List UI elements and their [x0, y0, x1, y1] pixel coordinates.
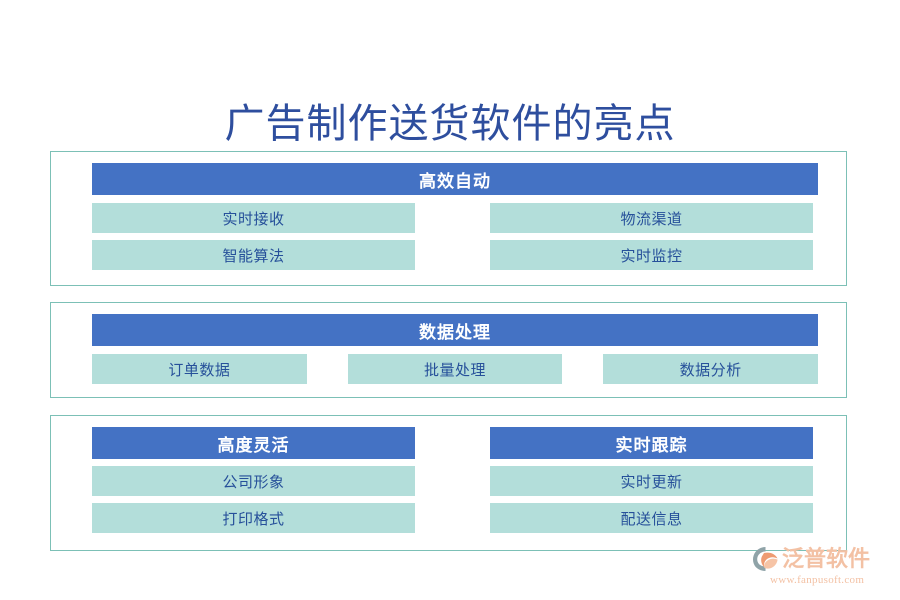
- section-column-flexibility: 高度灵活 公司形象 打印格式: [92, 427, 415, 533]
- watermark-logo: 泛普软件 www.fanpusoft.com: [752, 545, 892, 593]
- feature-chip[interactable]: 实时接收: [92, 203, 415, 233]
- page-title: 广告制作送货软件的亮点: [224, 101, 676, 146]
- feature-chip[interactable]: 订单数据: [92, 354, 307, 384]
- feature-chip[interactable]: 数据分析: [603, 354, 819, 384]
- section-panel-data-processing: 数据处理 订单数据 批量处理 数据分析: [50, 302, 847, 398]
- section-header-flexibility: 高度灵活: [92, 427, 415, 459]
- feature-chip[interactable]: 物流渠道: [490, 203, 813, 233]
- feature-chip[interactable]: 实时更新: [490, 466, 813, 496]
- feature-chip[interactable]: 配送信息: [490, 503, 813, 533]
- section-content: 高效自动 实时接收 智能算法 物流渠道 实时监控: [92, 163, 818, 274]
- section-panel-efficiency: 高效自动 实时接收 智能算法 物流渠道 实时监控: [50, 151, 847, 286]
- section-header-data-processing: 数据处理: [92, 314, 818, 346]
- section-column-left: 实时接收 智能算法: [92, 203, 415, 270]
- watermark-url-text: www.fanpusoft.com: [770, 574, 865, 586]
- feature-chip[interactable]: 智能算法: [92, 240, 415, 270]
- feature-chip[interactable]: 打印格式: [92, 503, 415, 533]
- section-panel-flexibility-tracking: 高度灵活 公司形象 打印格式 实时跟踪 实时更新 配送信息: [50, 415, 847, 551]
- feature-chip[interactable]: 公司形象: [92, 466, 415, 496]
- section-column-right: 物流渠道 实时监控: [490, 203, 813, 270]
- watermark-brand-text: 泛普软件: [782, 546, 871, 571]
- section-header-tracking: 实时跟踪: [490, 427, 813, 459]
- fanpu-logo-icon: [752, 546, 780, 572]
- feature-chip[interactable]: 实时监控: [490, 240, 813, 270]
- feature-chip[interactable]: 批量处理: [347, 354, 563, 384]
- section-item-row: 订单数据 批量处理 数据分析: [92, 354, 819, 384]
- section-header-efficiency: 高效自动: [92, 163, 818, 195]
- section-content: 数据处理 订单数据 批量处理 数据分析: [92, 314, 819, 386]
- section-column-tracking: 实时跟踪 实时更新 配送信息: [490, 427, 813, 533]
- section-content: 高度灵活 公司形象 打印格式 实时跟踪 实时更新 配送信息: [92, 427, 817, 539]
- watermark-brand-row: 泛普软件: [752, 545, 892, 573]
